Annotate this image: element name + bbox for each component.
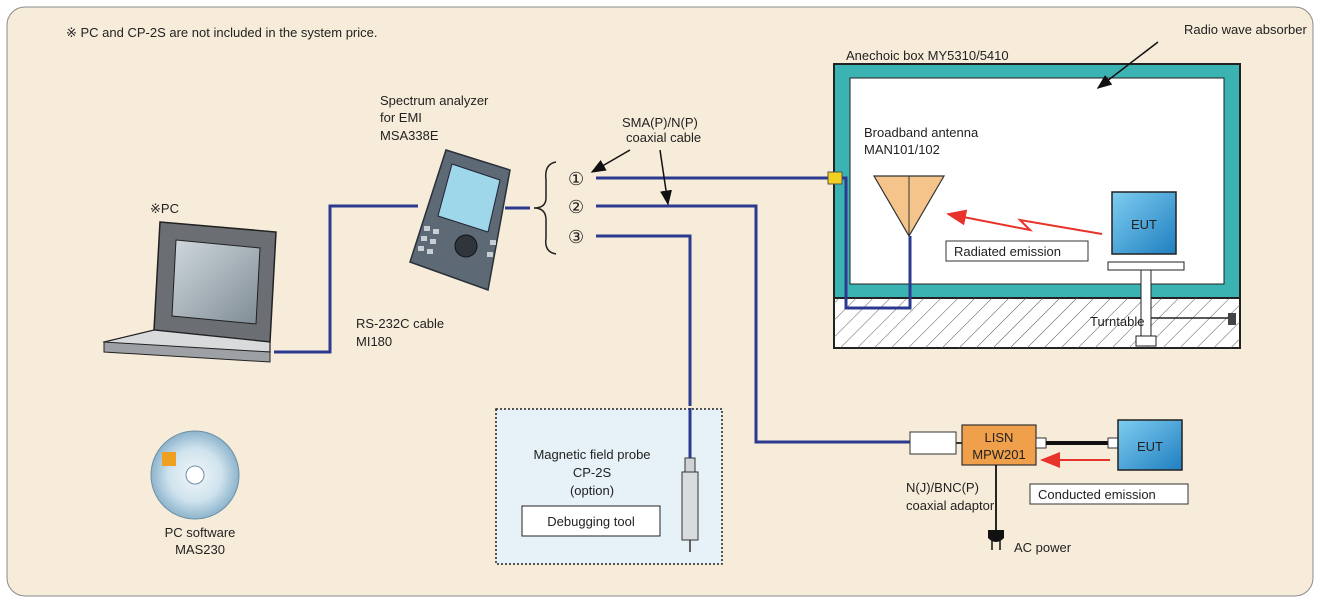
ac-plug-icon — [988, 465, 1004, 550]
cable-3 — [596, 234, 692, 406]
conducted-emission-box — [1029, 483, 1189, 505]
port-3: ③ — [568, 227, 584, 247]
turntable-base — [834, 298, 1240, 348]
conducted-emission-label: Conducted emission — [1038, 487, 1156, 502]
anechoic-box-label: Anechoic box MY5310/5410 — [846, 48, 1009, 63]
debugging-tool-box — [521, 505, 661, 537]
probe-label-2: CP-2S — [573, 465, 612, 480]
spectrum-analyzer-icon — [409, 149, 511, 292]
probe-icon — [681, 408, 699, 552]
absorber-pointer — [1096, 41, 1159, 89]
adaptor-label-1: N(J)/BNC(P) — [906, 480, 979, 495]
eut-conducted — [1117, 419, 1183, 471]
eut-radiated — [1111, 191, 1177, 255]
cable-2 — [596, 204, 910, 444]
ac-power-label: AC power — [1014, 540, 1072, 555]
probe-label-1: Magnetic field probe — [533, 447, 650, 462]
laptop-pc-icon — [102, 221, 277, 363]
turntable-label: Turntable — [1090, 314, 1144, 329]
cable-label-2: coaxial cable — [626, 130, 701, 145]
rs232-label-2: MI180 — [356, 334, 392, 349]
coaxial-adaptor — [909, 431, 957, 455]
analyzer-label-1: Spectrum analyzer — [380, 93, 489, 108]
analyzer-label-3: MSA338E — [380, 128, 439, 143]
radiated-emission-box — [945, 240, 1089, 262]
cable-label-1: SMA(P)/N(P) — [622, 115, 698, 130]
probe-label-3: (option) — [570, 483, 614, 498]
eut2-label: EUT — [1137, 439, 1163, 454]
absorber-label: Radio wave absorber — [1184, 22, 1308, 37]
radiated-emission-arrow — [946, 209, 1103, 235]
rs232-cable — [274, 204, 418, 354]
rs232-label-1: RS-232C cable — [356, 316, 444, 331]
cable-1 — [596, 176, 912, 310]
software-label-2: MAS230 — [175, 542, 225, 557]
analyzer-label-2: for EMI — [380, 110, 422, 125]
port-brace — [533, 161, 557, 255]
eut-table — [1107, 261, 1185, 271]
feedthrough-connector — [827, 171, 843, 185]
debugging-tool-label: Debugging tool — [547, 514, 635, 529]
antenna-label-1: Broadband antenna — [864, 125, 979, 140]
lisn-label-2: MPW201 — [972, 447, 1025, 462]
coax-cables — [274, 176, 912, 444]
antenna-label-2: MAN101/102 — [864, 142, 940, 157]
cable-pointer-1 — [590, 149, 631, 173]
pc-label: ※PC — [150, 201, 179, 216]
port-2: ② — [568, 197, 584, 217]
radiated-emission-label: Radiated emission — [954, 244, 1061, 259]
port-1: ① — [568, 169, 584, 189]
lisn-label-1: LISN — [985, 430, 1014, 445]
software-cd-icon — [150, 430, 240, 520]
software-label-1: PC software — [165, 525, 236, 540]
eut-label: EUT — [1131, 217, 1157, 232]
cable-pointer-2 — [659, 149, 672, 206]
note-text: ※ PC and CP-2S are not included in the s… — [66, 25, 378, 40]
adaptor-label-2: coaxial adaptor — [906, 498, 995, 513]
lisn-box — [961, 424, 1037, 466]
